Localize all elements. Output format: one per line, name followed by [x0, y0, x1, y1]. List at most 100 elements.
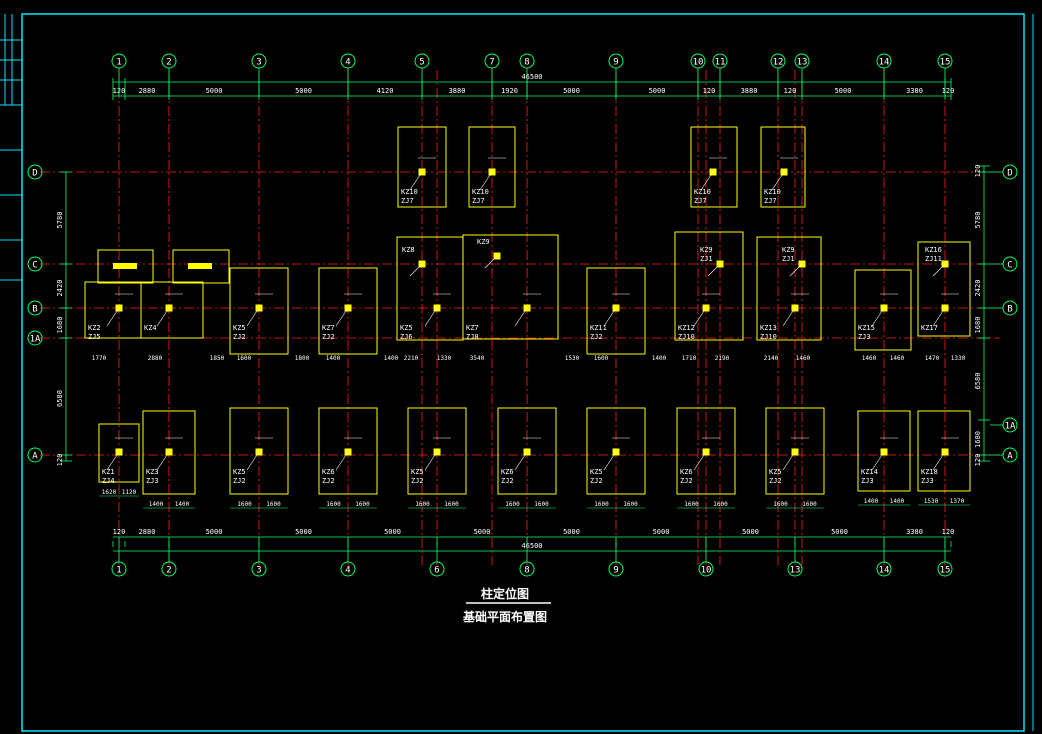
- footing-row-b-leader: [246, 307, 260, 327]
- axis-bubble-bottom-label: 2: [166, 566, 171, 576]
- footing-row-b-kz-label: KZ17: [921, 324, 938, 332]
- left-title-strip: [0, 14, 22, 281]
- footing-row-c-kz-label: KZ16: [925, 246, 942, 254]
- footing-row-c-leader: [789, 263, 803, 277]
- row-b-width-label: 1600: [594, 355, 609, 362]
- footing-row-a-leader: [106, 451, 120, 471]
- footing-row-b-zj-label: ZJ2: [590, 333, 603, 341]
- footing-row-b-outline: [140, 281, 204, 339]
- footing-row-a-width-2: 1370: [950, 498, 965, 505]
- axis-bubble-right-label: C: [1007, 261, 1012, 271]
- top-dimension-label: 120: [784, 87, 797, 95]
- axis-bubble-bottom-label: 10: [701, 566, 712, 576]
- footing-row-c-leader: [707, 263, 721, 277]
- bottom-dimension-label: 120: [942, 528, 955, 536]
- footing-row-a-outline: [917, 410, 971, 492]
- footing-row-a-zj-label: ZJ3: [921, 477, 934, 485]
- footing-row-d-leader: [479, 171, 493, 191]
- footing-row-b-kz-label: KZ4: [144, 324, 157, 332]
- footing-row-a-zj-label: ZJ2: [769, 477, 782, 485]
- footing-row-d-kz-label: KZ10: [401, 188, 418, 196]
- footing-row-d-zj-label: ZJ7: [401, 197, 414, 205]
- axis-bubble-top-circle: [608, 53, 624, 69]
- footing-row-c-kz-label: KZ8: [402, 246, 415, 254]
- axis-bubble-top-label: 10: [693, 58, 704, 68]
- footing-row-b-kz-label: KZ5: [400, 324, 413, 332]
- axis-bubble-left-label: C: [32, 261, 37, 271]
- axis-bubble-top-circle: [161, 53, 177, 69]
- footing-row-a-width-2: 1600: [802, 501, 817, 508]
- footing-row-c-zj-label: ZJ1: [782, 255, 795, 263]
- top-dimension-label: 4120: [377, 87, 394, 95]
- axis-bubble-bottom-circle: [519, 561, 535, 577]
- footing-row-a-width-2: 1600: [266, 501, 281, 508]
- axis-bubble-top-circle: [690, 53, 706, 69]
- bottom-dimension-label: 120: [113, 528, 126, 536]
- axis-bubble-right-circle: [1002, 417, 1018, 433]
- top-dimension-label: 5000: [649, 87, 666, 95]
- axis-bubble-top-label: 11: [715, 58, 726, 68]
- footing-row-a-zj-label: ZJ2: [680, 477, 693, 485]
- footing-row-b-leader: [782, 307, 796, 327]
- footing-row-a-outline: [857, 410, 911, 492]
- axis-bubble-bottom-label: 3: [256, 566, 261, 576]
- footing-row-a-zj-label: ZJ2: [233, 477, 246, 485]
- bottom-dimension-total: 46500: [521, 542, 542, 550]
- footing-row-a-kz-label: KZ5: [411, 468, 424, 476]
- footing-row-b-leader: [424, 307, 438, 327]
- footing-row-d-outline: [397, 126, 447, 208]
- footing-row-a-leader: [871, 451, 885, 471]
- drawing-frame: [21, 13, 1025, 732]
- footing-row-c-zj-label: ZJ11: [925, 255, 942, 263]
- top-dimension-label: 2880: [139, 87, 156, 95]
- bottom-dimension-label: 5000: [474, 528, 491, 536]
- axis-bubble-top-label: 12: [773, 58, 784, 68]
- axis-bubble-top-circle: [340, 53, 356, 69]
- footing-row-b-kz-label: KZ11: [590, 324, 607, 332]
- top-dimension-label: 5000: [206, 87, 223, 95]
- footing-row-a-leader: [603, 451, 617, 471]
- footing-row-a-outline: [98, 423, 140, 483]
- footing-row-a-kz-label: KZ14: [861, 468, 878, 476]
- footing-row-b-leader: [603, 307, 617, 327]
- axis-bubble-right-circle: [1002, 256, 1018, 272]
- footing-row-b-zj-label: ZJ10: [760, 333, 777, 341]
- bottom-dimension-label: 5000: [653, 528, 670, 536]
- footing-row-d-leader: [409, 171, 423, 191]
- footing-row-b-leader: [693, 307, 707, 327]
- axis-bubble-bottom-label: 14: [879, 566, 890, 576]
- axis-bubble-left-circle: [27, 447, 43, 463]
- axis-bubble-top-label: 4: [345, 58, 350, 68]
- footing-row-d-kz-label: KZ10: [764, 188, 781, 196]
- footing-row-d-outline: [760, 126, 806, 208]
- drawing-title: 柱定位图: [480, 587, 529, 601]
- footing-row-a-leader: [246, 451, 260, 471]
- axis-bubble-top-circle: [414, 53, 430, 69]
- axis-bubble-top-label: 1: [116, 58, 121, 68]
- footing-row-d-leader: [771, 171, 785, 191]
- axis-bubble-bottom-circle: [429, 561, 445, 577]
- footing-row-a-kz-label: KZ5: [590, 468, 603, 476]
- footing-row-b-kz-label: KZ5: [233, 324, 246, 332]
- footing-row-b-kz-label: KZ12: [678, 324, 695, 332]
- axis-bubble-bottom-label: 1: [116, 566, 121, 576]
- right-dimension-label: 6580: [974, 373, 982, 390]
- footing-row-b-zj-label: ZJ2: [322, 333, 335, 341]
- footing-row-a-kz-label: KZ5: [769, 468, 782, 476]
- axis-bubble-top-label: 2: [166, 58, 171, 68]
- footing-row-d-zj-label: ZJ7: [764, 197, 777, 205]
- footing-row-a-leader: [335, 451, 349, 471]
- row-b-width-label: 1400: [384, 355, 399, 362]
- axis-bubble-top-circle: [876, 53, 892, 69]
- footing-row-b-leader: [514, 307, 528, 327]
- footing-row-c-kz-label: KZ9: [477, 238, 490, 246]
- bottom-dimension-label: 2880: [139, 528, 156, 536]
- footing-row-b-leader: [156, 307, 170, 327]
- axis-bubble-bottom-circle: [876, 561, 892, 577]
- axis-bubble-top-circle: [937, 53, 953, 69]
- footing-row-a-width-1: 1400: [149, 501, 164, 508]
- footing-row-b-zj-label: ZJ2: [233, 333, 246, 341]
- footing-row-b-outline: [917, 241, 971, 337]
- axis-bubble-top-label: 5: [419, 58, 424, 68]
